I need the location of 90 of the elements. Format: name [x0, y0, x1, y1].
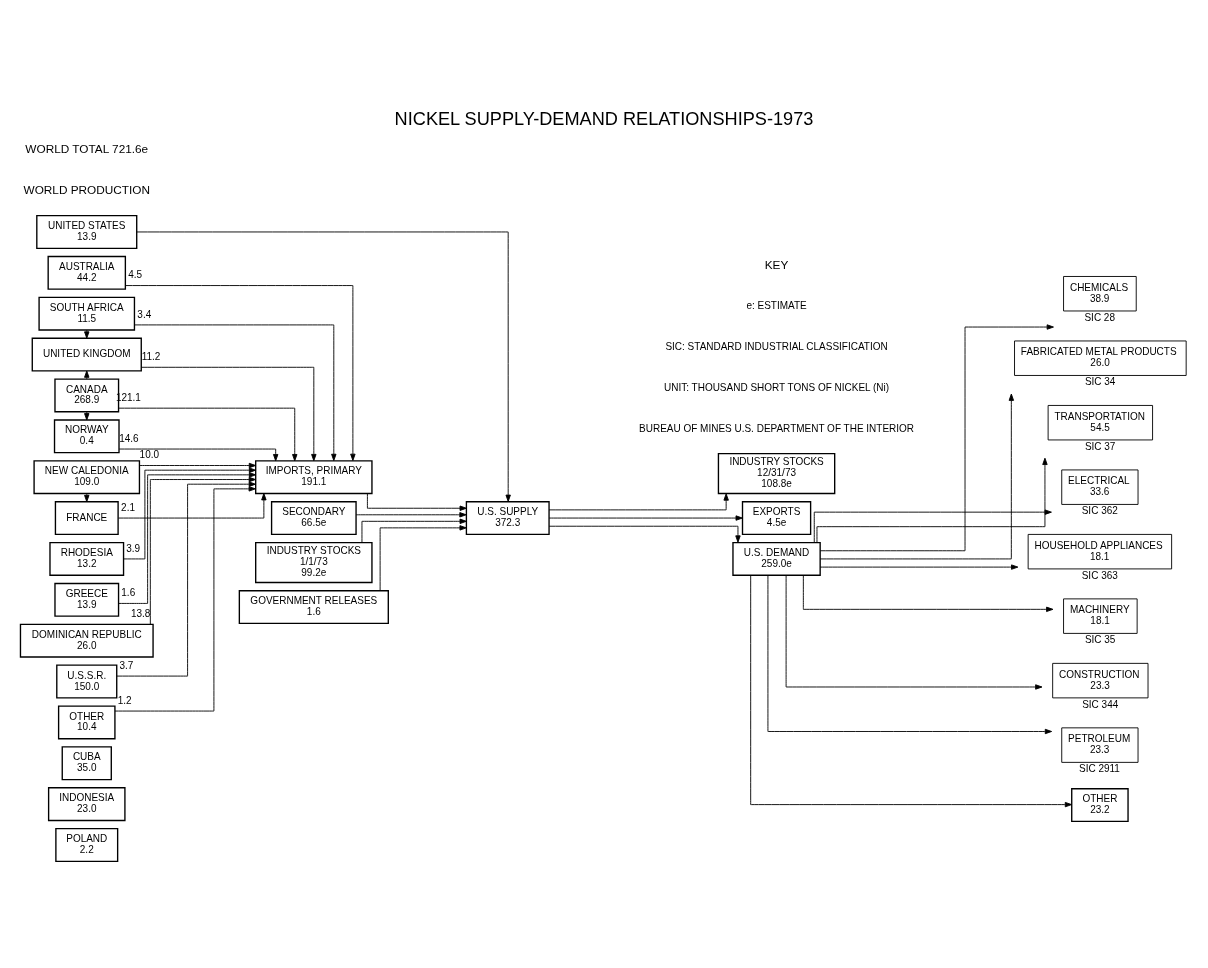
- label: WORLD TOTAL 721.6e: [25, 142, 149, 157]
- node-box: HOUSEHOLD APPLIANCES 18.1: [1027, 533, 1173, 570]
- node-box: OTHER 10.4: [57, 705, 116, 740]
- edge-label: 3.7: [119, 660, 134, 671]
- arrow: [819, 324, 1054, 552]
- node-box: EXPORTS 4.5e: [741, 501, 812, 536]
- edge-label: 10.0: [139, 449, 160, 461]
- node-box: DOMINICAN REPUBLIC 26.0: [19, 623, 154, 658]
- edge-label: 11.2: [141, 351, 161, 363]
- arrow: [136, 231, 511, 502]
- arrow: [767, 575, 1053, 735]
- label: UNIT: THOUSAND SHORT TONS OF NICKEL (Ni): [664, 381, 890, 393]
- node-box: FABRICATED METAL PRODUCTS 26.0: [1014, 340, 1187, 376]
- arrow: [813, 509, 1052, 544]
- node-box: ELECTRICAL 33.6: [1061, 469, 1139, 505]
- node-box: NORWAY 0.4: [53, 419, 120, 454]
- edge-label: 1.2: [117, 694, 132, 706]
- node-box: RHODESIA 13.2: [49, 541, 125, 576]
- edge-label: 13.8: [130, 607, 151, 619]
- node-label: SIC 35: [1084, 634, 1116, 646]
- arrow: [548, 525, 741, 543]
- node-box: UNITED KINGDOM: [31, 337, 142, 372]
- arrow: [116, 481, 256, 677]
- node-label: SIC 362: [1081, 505, 1118, 517]
- node-box: TRANSPORTATION 54.5: [1047, 405, 1154, 441]
- node-label: SIC 344: [1082, 698, 1119, 710]
- node-box: INDUSTRY STOCKS 12/31/73 108.8e: [717, 452, 836, 495]
- node-box: U.S. SUPPLY 372.3: [465, 501, 550, 536]
- edge-label: 1.6: [121, 587, 136, 599]
- node-box: CHEMICALS 38.9: [1063, 276, 1137, 312]
- arrow: [117, 493, 267, 519]
- node-box: CUBA 35.0: [61, 746, 112, 781]
- node-box: U.S. DEMAND 259.0e: [732, 541, 821, 576]
- arrow: [379, 525, 467, 592]
- label: SIC: STANDARD INDUSTRIAL CLASSIFICATION: [665, 340, 888, 352]
- node-box: IMPORTS, PRIMARY 191.1: [255, 460, 373, 495]
- node-box: CONSTRUCTION 23.3: [1052, 662, 1149, 699]
- node-label: SIC 2911: [1079, 763, 1120, 775]
- edge-label: 3.9: [126, 542, 141, 554]
- edge-label: 14.6: [119, 432, 139, 444]
- node-label: SIC 28: [1084, 311, 1115, 323]
- label: BUREAU OF MINES U.S. DEPARTMENT OF THE INTERIOR: [639, 422, 915, 434]
- node-box: U.S.S.R. 150.0: [56, 664, 118, 699]
- node-label: SIC 37: [1084, 440, 1116, 452]
- edge-label: 3.4: [137, 308, 152, 320]
- arrow: [84, 329, 90, 339]
- label: WORLD PRODUCTION: [23, 183, 151, 198]
- arrow: [118, 407, 298, 462]
- arrow: [548, 515, 743, 521]
- arrow: [134, 324, 337, 462]
- arrow: [548, 493, 729, 511]
- node-box: INDONESIA 23.0: [47, 787, 126, 822]
- edge-label: 2.1: [121, 501, 136, 513]
- label: KEY: [764, 257, 789, 272]
- arrow: [114, 486, 256, 712]
- node-box: GREECE 13.9: [54, 582, 120, 617]
- arrow: [118, 448, 279, 462]
- node-box: FRANCE: [54, 501, 119, 536]
- arrow: [123, 467, 257, 560]
- arrow: [785, 574, 1043, 690]
- node-box: PETROLEUM 23.3: [1061, 727, 1139, 763]
- arrow: [118, 472, 257, 604]
- node-box: AUSTRALIA 44.2: [47, 255, 127, 290]
- node-box: OTHER 23.2: [1071, 788, 1129, 823]
- arrow: [355, 512, 467, 518]
- arrow: [819, 564, 1019, 570]
- arrow: [141, 366, 317, 462]
- edge-label: 4.5: [128, 269, 143, 281]
- arrow: [802, 574, 1054, 612]
- arrow: [366, 493, 467, 511]
- arrow: [149, 476, 256, 625]
- arrow: [819, 393, 1014, 560]
- node-box: POLAND 2.2: [55, 828, 119, 863]
- arrow: [139, 462, 257, 469]
- node-box: SECONDARY 66.5e: [270, 501, 357, 536]
- label: e: ESTIMATE: [746, 299, 807, 311]
- arrow: [816, 457, 1048, 543]
- arrow: [125, 285, 356, 461]
- node-box: UNITED STATES 13.9: [36, 214, 138, 249]
- node-label: SIC 363: [1081, 569, 1118, 581]
- node-box: GOVERNMENT RELEASES 1.6: [238, 590, 389, 625]
- node-box: INDUSTRY STOCKS 1/1/73 99.2e: [255, 541, 373, 584]
- node-label: SIC 34: [1084, 376, 1116, 388]
- arrow: [84, 493, 90, 503]
- arrow: [84, 411, 90, 421]
- arrow: [361, 518, 467, 543]
- arrow: [750, 574, 1073, 808]
- node-box: MACHINERY 18.1: [1063, 598, 1138, 634]
- arrow: [84, 370, 90, 380]
- diagram-title: NICKEL SUPPLY-DEMAND RELATIONSHIPS-1973: [394, 108, 814, 129]
